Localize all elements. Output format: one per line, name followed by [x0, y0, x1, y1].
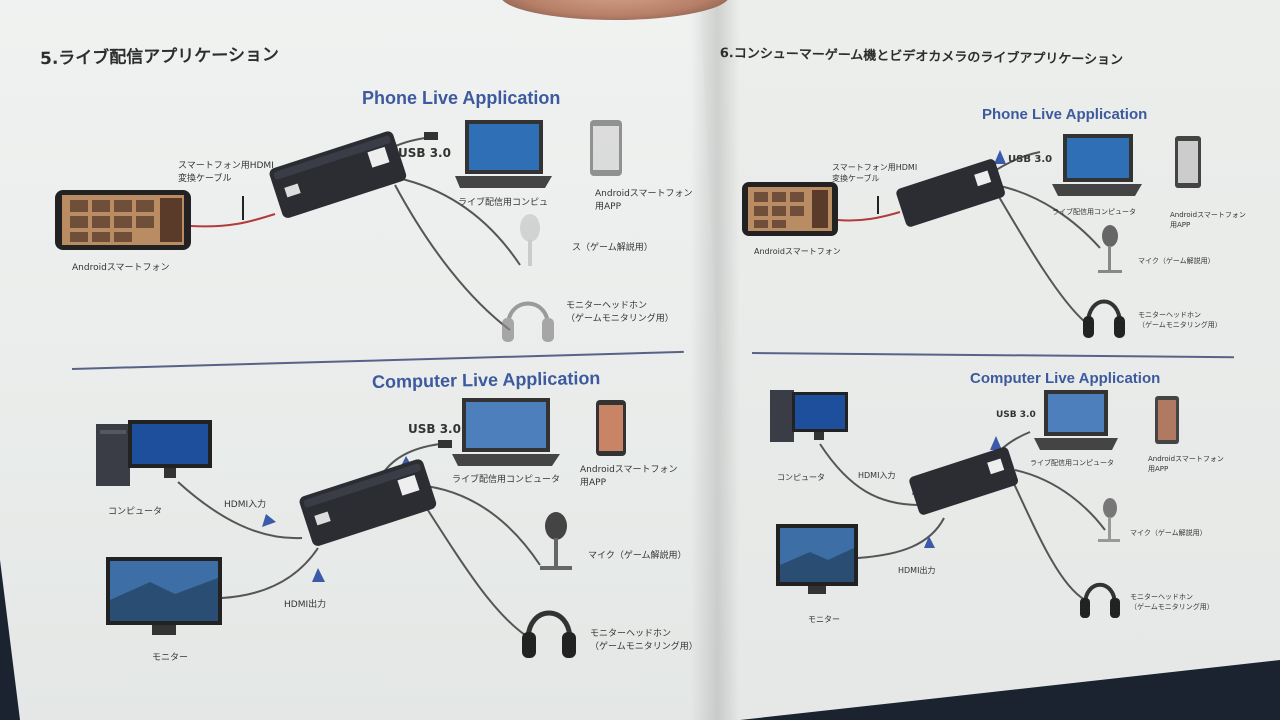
- microphone-icon: [520, 214, 540, 266]
- monitor-icon: [128, 420, 212, 478]
- pc-tower-icon: [770, 390, 794, 442]
- hdmi-in-cable: [177, 481, 303, 540]
- laptop-icon: [452, 398, 560, 466]
- right-computer-title: Computer Live Application: [970, 370, 1161, 387]
- hdmi-adapter-cable: [189, 213, 276, 228]
- right-computer-headphones-label: モニターヘッドホン （ゲームモニタリング用）: [1130, 593, 1214, 611]
- smartphone-icon: [55, 190, 191, 250]
- smartphone-icon: [590, 120, 622, 176]
- microphone-icon: [540, 512, 572, 570]
- right-computer-label: コンピュータ: [777, 473, 825, 482]
- usb-plug-icon: [424, 132, 438, 140]
- usb-plug-icon: [438, 440, 452, 448]
- left-computer-mic-label: マイク（ゲーム解説用）: [588, 551, 687, 561]
- headphones-icon: [1083, 299, 1125, 338]
- left-phone-headphones-label: モニターヘッドホン （ゲームモニタリング用）: [566, 301, 674, 324]
- left-phone-laptop-label: ライブ配信用コンピュ: [458, 198, 549, 208]
- page-fold-shadow: [690, 0, 740, 720]
- left-computer-headphones-label: モニターヘッドホン （ゲームモニタリング用）: [590, 629, 698, 652]
- headphones-icon: [502, 301, 554, 342]
- monitor-icon: [792, 392, 848, 440]
- right-phone-usb-label: USB 3.0: [1008, 154, 1053, 165]
- right-phone-android-label: Androidスマートフォン: [754, 247, 841, 256]
- right-computer-mic-label: マイク（ゲーム解説用）: [1130, 529, 1207, 537]
- capture-card-icon: [909, 447, 1018, 515]
- left-phone-android-label: Androidスマートフォン: [72, 263, 170, 273]
- laptop-icon: [1034, 390, 1118, 450]
- headphone-cable-2: [414, 489, 526, 636]
- left-hdmi-out-label: HDMI出力: [284, 600, 327, 610]
- right-page: [700, 0, 1280, 720]
- right-phone-app-label: Androidスマートフォン 用APP: [1170, 211, 1246, 229]
- right-computer-app-label: Androidスマートフォン 用APP: [1148, 455, 1224, 473]
- left-computer-laptop-label: ライブ配信用コンピュータ: [452, 475, 561, 485]
- laptop-icon: [455, 120, 552, 188]
- smartphone-icon: [596, 400, 626, 456]
- right-phone-headphones-label: モニターヘッドホン （ゲームモニタリング用）: [1138, 311, 1222, 329]
- hdmi-out-cable: [221, 547, 319, 599]
- monitor-icon: [776, 524, 858, 594]
- capture-card-icon: [269, 131, 407, 218]
- right-monitor-label: モニター: [808, 615, 840, 624]
- finger: [500, 0, 730, 20]
- left-computer-app-label: Androidスマートフォン 用APP: [580, 465, 678, 488]
- headphone-cable: [394, 184, 511, 331]
- smartphone-icon: [1155, 396, 1179, 444]
- left-hdmi-in-label: HDMI入力: [224, 500, 267, 510]
- right-computer-laptop-label: ライブ配信用コンピュータ: [1030, 459, 1114, 467]
- smartphone-icon: [1175, 136, 1201, 188]
- left-computer-label: コンピュータ: [108, 507, 163, 517]
- arrow-right-icon: [262, 514, 276, 527]
- headphones-icon: [1080, 582, 1120, 618]
- right-hdmi-out-label: HDMI出力: [898, 566, 936, 575]
- left-phone-app-label: Androidスマートフォン 用APP: [595, 189, 693, 212]
- headphones-icon: [522, 610, 576, 658]
- right-computer-usb-label: USB 3.0: [996, 410, 1036, 420]
- left-phone-title: Phone Live Application: [362, 88, 561, 108]
- right-hdmi-in-label: HDMI入力: [858, 471, 896, 480]
- capture-card-icon: [299, 459, 437, 546]
- laptop-icon: [1052, 134, 1142, 196]
- left-computer-usb-label: USB 3.0: [408, 422, 461, 436]
- left-phone-mic-label: ス（ゲーム解説用）: [572, 243, 653, 253]
- arrow-up-icon: [924, 536, 935, 548]
- arrow-up-icon: [312, 568, 325, 582]
- left-diagram: [55, 120, 626, 658]
- left-monitor-label: モニター: [152, 653, 189, 663]
- arrow-up-icon: [994, 150, 1006, 164]
- smartphone-icon: [742, 182, 838, 236]
- microphone-icon: [1098, 225, 1122, 273]
- right-phone-laptop-label: ライブ配信用コンピュータ: [1052, 208, 1136, 216]
- arrow-up-icon: [990, 436, 1002, 450]
- mic-cable-2: [417, 484, 541, 566]
- right-phone-mic-label: マイク（ゲーム解説用）: [1138, 257, 1215, 265]
- monitor-icon: [106, 557, 222, 635]
- microphone-icon: [1098, 498, 1120, 542]
- left-phone-hdmi-cable-label: スマートフォン用HDMI 変換ケーブル: [178, 161, 274, 184]
- capture-card-icon: [896, 159, 1005, 227]
- pc-tower-icon: [96, 424, 130, 486]
- right-phone-hdmi-cable-label: スマートフォン用HDMI 変換ケーブル: [832, 163, 918, 183]
- right-phone-title: Phone Live Application: [982, 106, 1148, 123]
- left-phone-usb-label: USB 3.0: [398, 146, 451, 160]
- mic-cable: [397, 177, 521, 266]
